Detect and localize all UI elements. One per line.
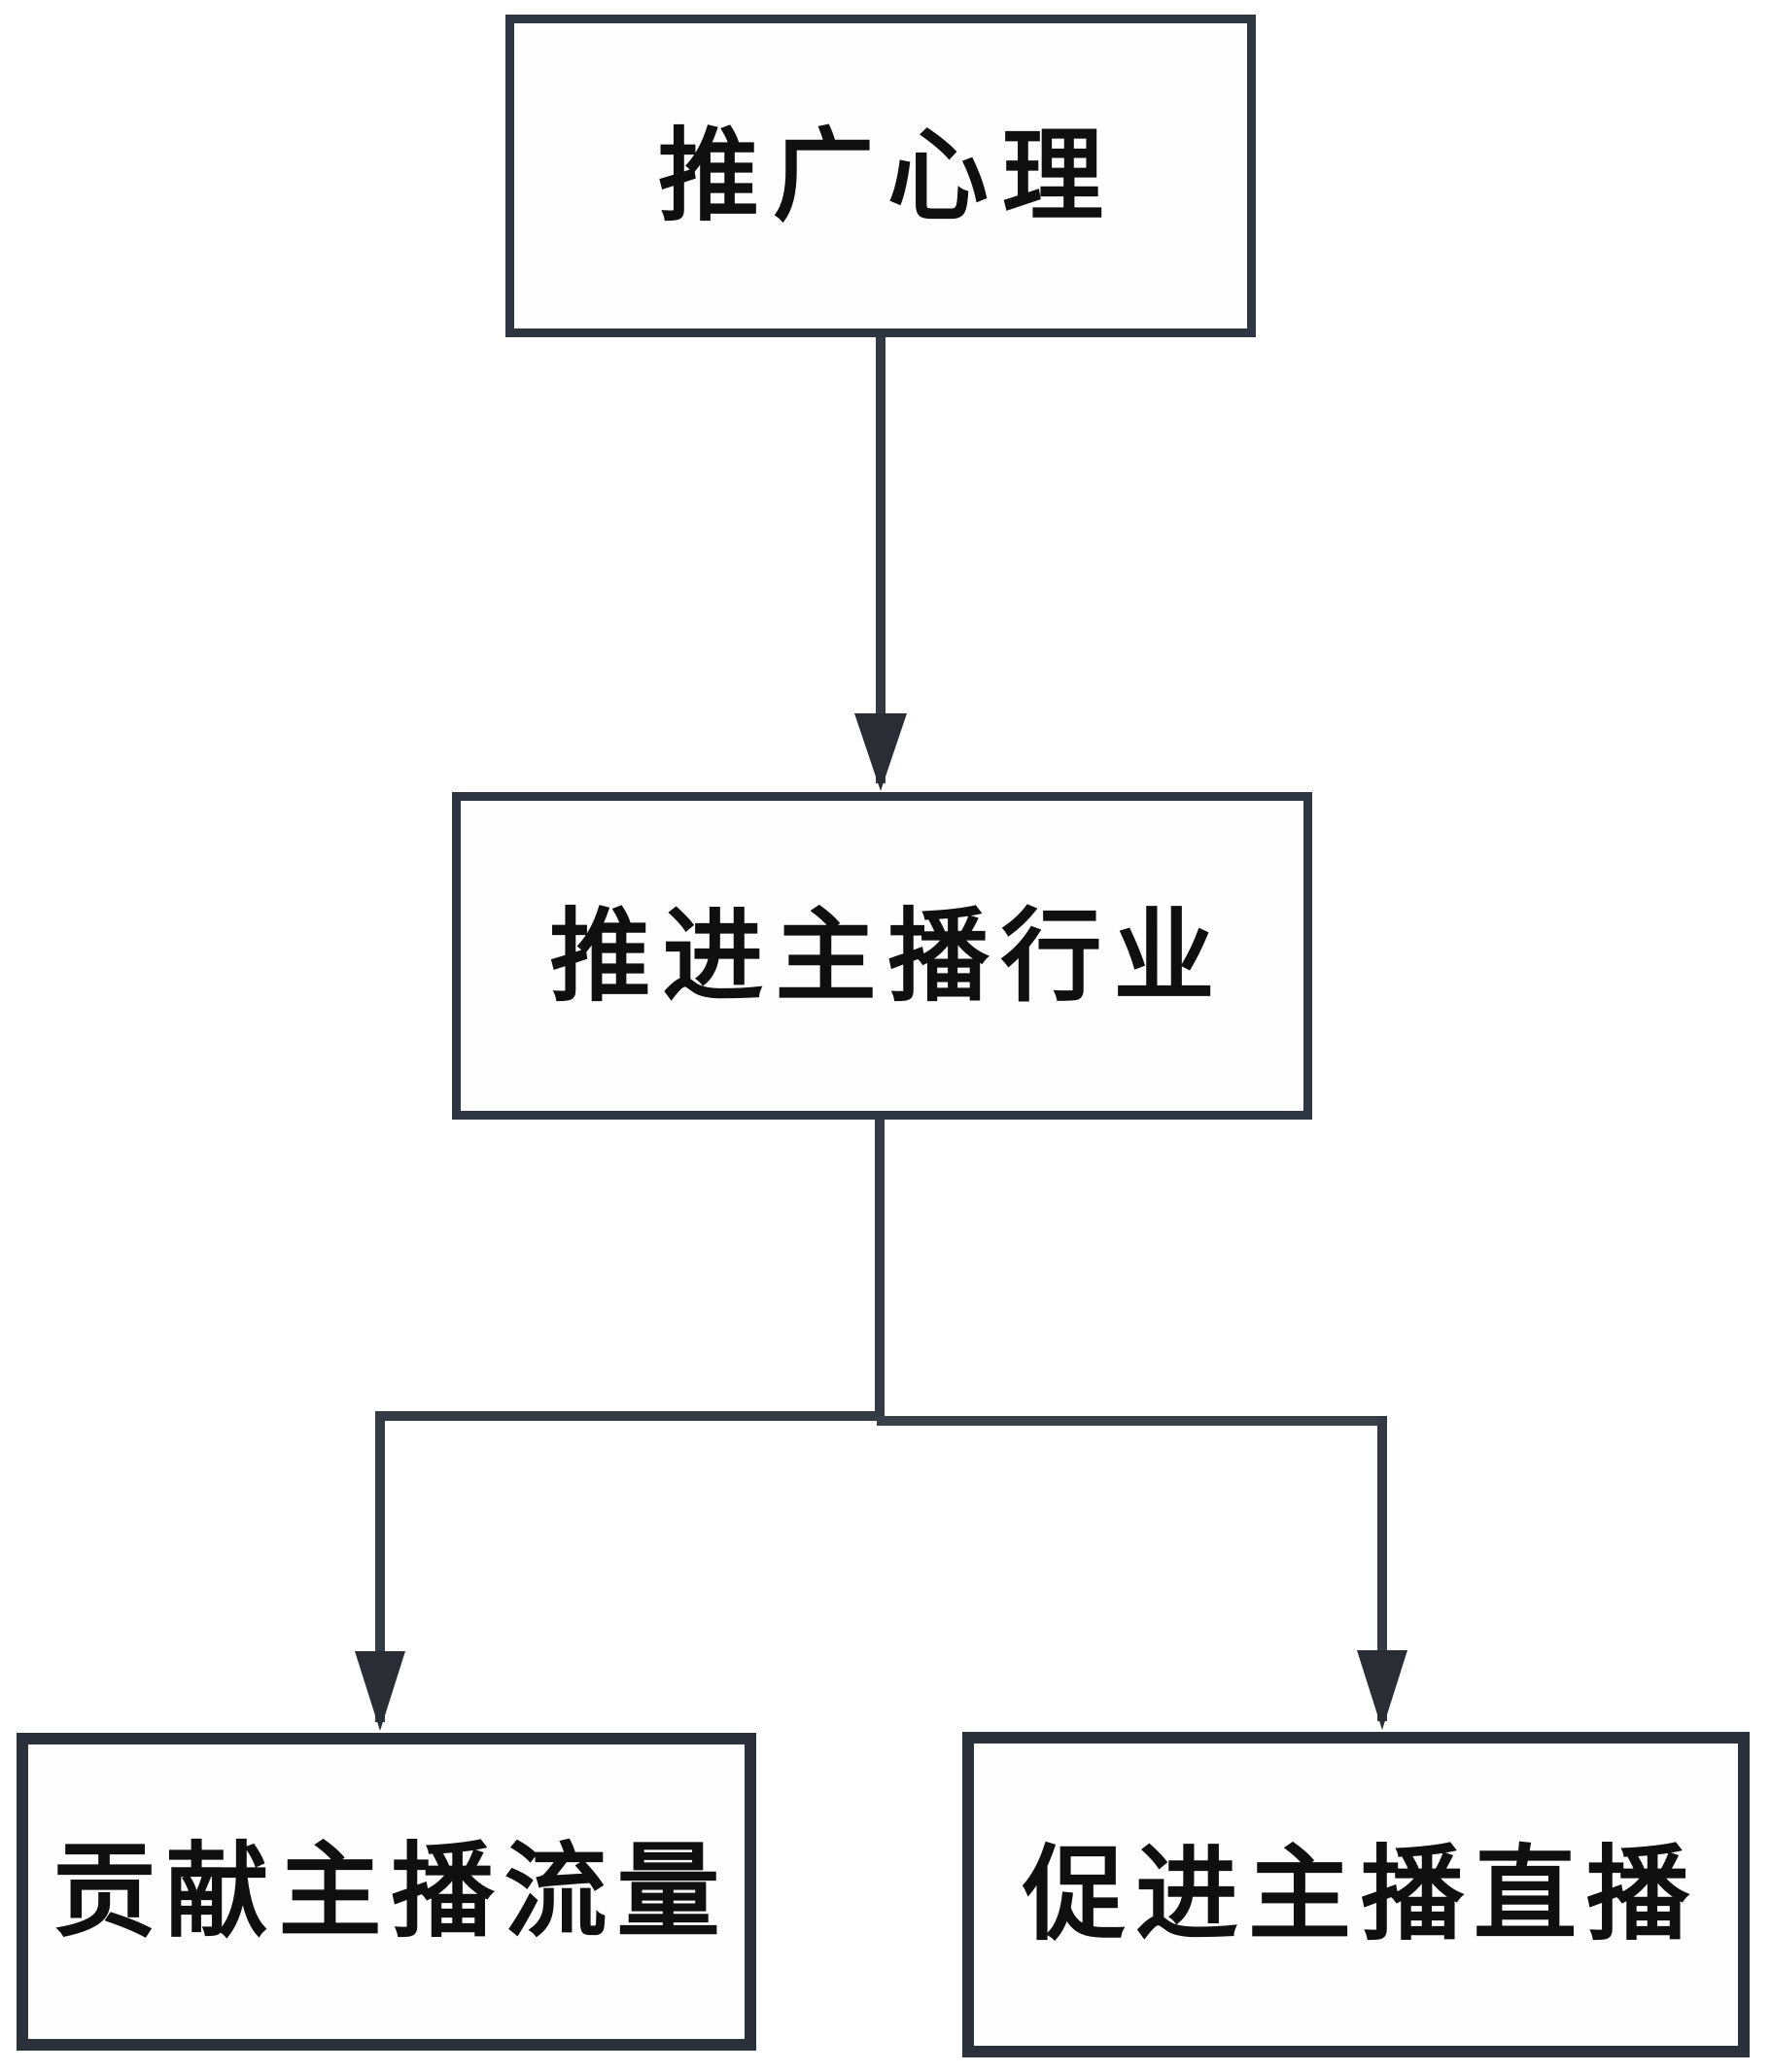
arrowhead-icon [355,1651,405,1731]
edge-top-to-middle [854,337,907,791]
flow-node-contribute-streamer-traffic: 贡献主播流量 [17,1733,756,2051]
edge-branch-horizontal [380,1411,1382,1426]
arrowhead-icon [854,713,907,791]
node-label: 推进主播行业 [549,896,1227,1016]
flow-node-promote-streamer-livestream: 促进主播直播 [962,1732,1750,2057]
arrowhead-icon [1357,1650,1407,1730]
flow-node-promotion-psychology: 推广心理 [505,15,1256,337]
node-label: 推广心理 [657,117,1117,235]
node-label: 促进主播直播 [1023,1834,1699,1954]
node-label: 贡献主播流量 [52,1831,730,1951]
flow-node-advance-streamer-industry: 推进主播行业 [452,792,1312,1120]
edge-middle-to-right [1357,1416,1407,1730]
edge-middle-to-left [355,1411,405,1731]
